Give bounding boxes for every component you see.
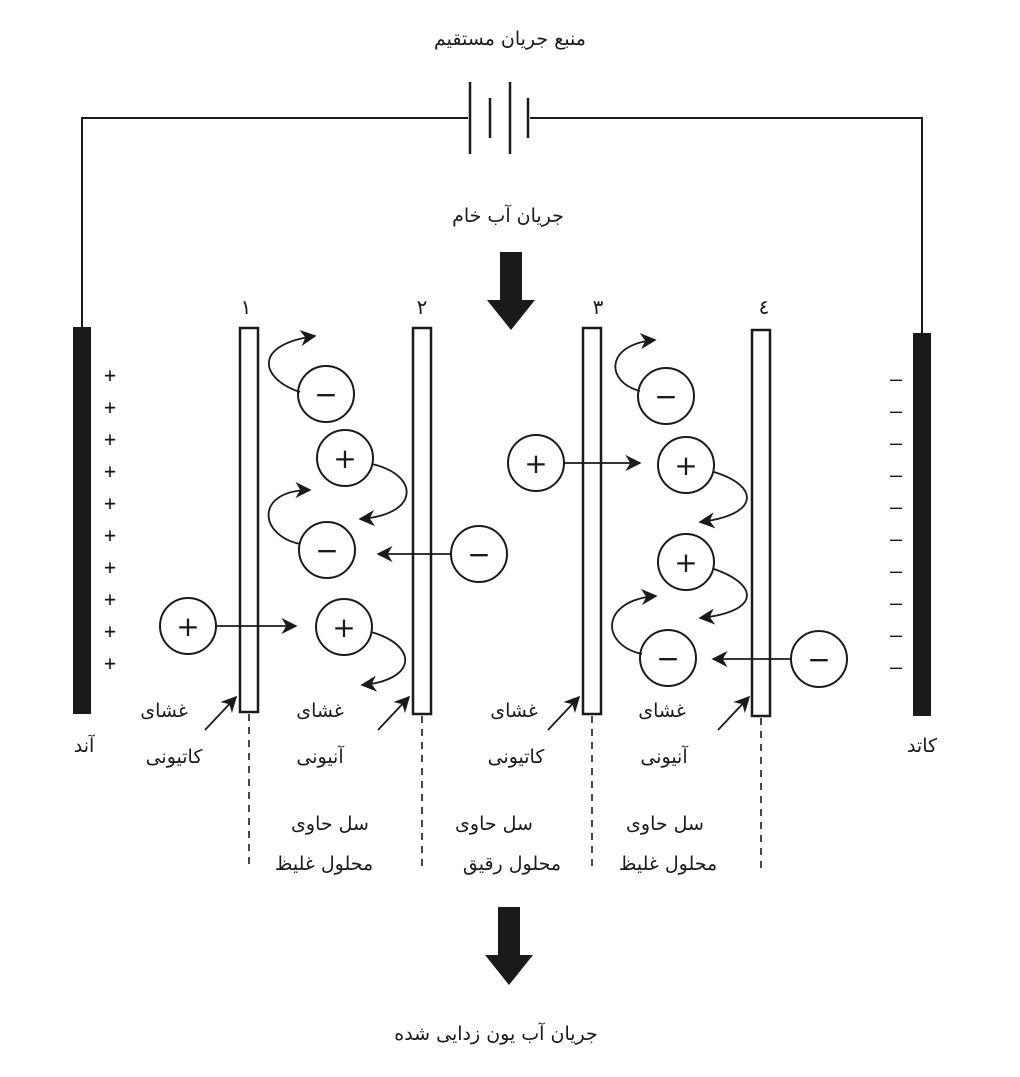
dc-source-title: منبع جریان مستقیم — [434, 28, 586, 50]
svg-text:−: − — [315, 534, 338, 567]
svg-text:–: – — [890, 495, 903, 519]
svg-text:−: − — [656, 642, 679, 675]
cathode-electrode — [913, 333, 931, 716]
membrane-4 — [750, 328, 772, 718]
svg-text:+: + — [104, 363, 116, 387]
anode-electrode — [73, 327, 91, 714]
cation-4: + — [507, 434, 565, 492]
svg-text:+: + — [104, 459, 116, 483]
cathode-charges: – – – – – – – – – – — [890, 367, 903, 679]
svg-text:–: – — [890, 463, 903, 487]
anode-charges: + + + + + + + + + + — [104, 363, 116, 675]
svg-text:–: – — [890, 399, 903, 423]
cell-3-label-line1: سل حاوی — [626, 813, 704, 835]
svg-text:–: – — [890, 591, 903, 615]
svg-text:+: + — [104, 523, 116, 547]
cell-2-label-line2: محلول رقیق — [463, 853, 561, 875]
cell-1-label-line1: سل حاوی — [291, 813, 369, 835]
outflow-arrow-icon — [485, 907, 533, 985]
svg-text:+: + — [104, 427, 116, 451]
battery-icon — [468, 82, 530, 154]
membrane-labels: غشای کاتیونی غشای آنیونی غشای کاتیونی غش… — [140, 700, 688, 768]
membrane-2-label-line1: غشای — [296, 700, 344, 722]
cathode-label: کاتد — [907, 735, 938, 757]
membrane-4-label-line1: غشای — [638, 700, 686, 722]
svg-text:–: – — [890, 623, 903, 647]
svg-text:+: + — [104, 395, 116, 419]
anion-5: − — [639, 629, 697, 687]
membrane-1-label-line1: غشای — [140, 700, 188, 722]
membrane-1 — [238, 326, 260, 714]
cation-1: + — [316, 429, 374, 487]
membrane-2-label-line2: آنیونی — [296, 744, 344, 768]
svg-text:+: + — [332, 611, 355, 644]
circuit-wires — [81, 117, 923, 335]
membrane-1-label-line2: کاتیونی — [146, 746, 204, 768]
svg-text:+: + — [104, 587, 116, 611]
anion-1: − — [297, 365, 355, 423]
svg-text:+: + — [104, 555, 116, 579]
membrane-3-label-line2: کاتیونی — [488, 746, 546, 768]
cation-5: + — [657, 436, 715, 494]
cell-labels: سل حاوی محلول غلیظ سل حاوی محلول رقیق سل… — [275, 813, 717, 875]
cation-3: + — [315, 598, 373, 656]
svg-text:+: + — [104, 619, 116, 643]
svg-text:+: + — [104, 651, 116, 675]
ions: − + − − + + − + + + − − — [159, 365, 848, 688]
svg-text:+: + — [333, 442, 356, 475]
cell-1-label-line2: محلول غلیظ — [275, 853, 373, 875]
membrane-number-3: ۳ — [593, 295, 604, 319]
anode-label: آند — [74, 733, 95, 757]
membrane-3-label-line1: غشای — [490, 700, 538, 722]
svg-text:−: − — [654, 380, 677, 413]
membrane-number-4: ٤ — [759, 295, 770, 319]
svg-text:+: + — [674, 546, 697, 579]
membrane-number-2: ۲ — [417, 295, 428, 319]
anion-3: − — [450, 525, 508, 583]
membrane-number-1: ۱ — [241, 295, 252, 319]
svg-text:+: + — [674, 449, 697, 482]
svg-text:–: – — [890, 431, 903, 455]
svg-text:+: + — [176, 610, 199, 643]
inflow-arrow-icon — [487, 252, 535, 330]
deionized-water-outflow-label: جریان آب یون زدایی شده — [394, 1021, 598, 1045]
cation-2: + — [159, 597, 217, 655]
membrane-2 — [411, 326, 433, 716]
anion-2: − — [298, 521, 356, 579]
svg-text:+: + — [104, 491, 116, 515]
ion-flow-arrows — [216, 329, 791, 692]
cell-dividers — [248, 714, 762, 868]
svg-text:+: + — [524, 447, 547, 480]
membrane-3 — [581, 326, 603, 716]
svg-text:–: – — [890, 527, 903, 551]
svg-text:−: − — [467, 538, 490, 571]
cell-3-label-line2: محلول غلیظ — [619, 853, 717, 875]
anion-6: − — [790, 630, 848, 688]
anion-4: − — [637, 367, 695, 425]
cation-6: + — [657, 533, 715, 591]
svg-text:–: – — [890, 559, 903, 583]
svg-text:−: − — [314, 378, 337, 411]
svg-text:–: – — [890, 655, 903, 679]
cell-2-label-line1: سل حاوی — [455, 813, 533, 835]
raw-water-inflow-label: جریان آب خام — [452, 203, 564, 227]
membrane-4-label-line2: آنیونی — [640, 744, 688, 768]
membrane-pointer-arrows — [204, 695, 751, 731]
svg-text:–: – — [890, 367, 903, 391]
svg-text:−: − — [807, 643, 830, 676]
